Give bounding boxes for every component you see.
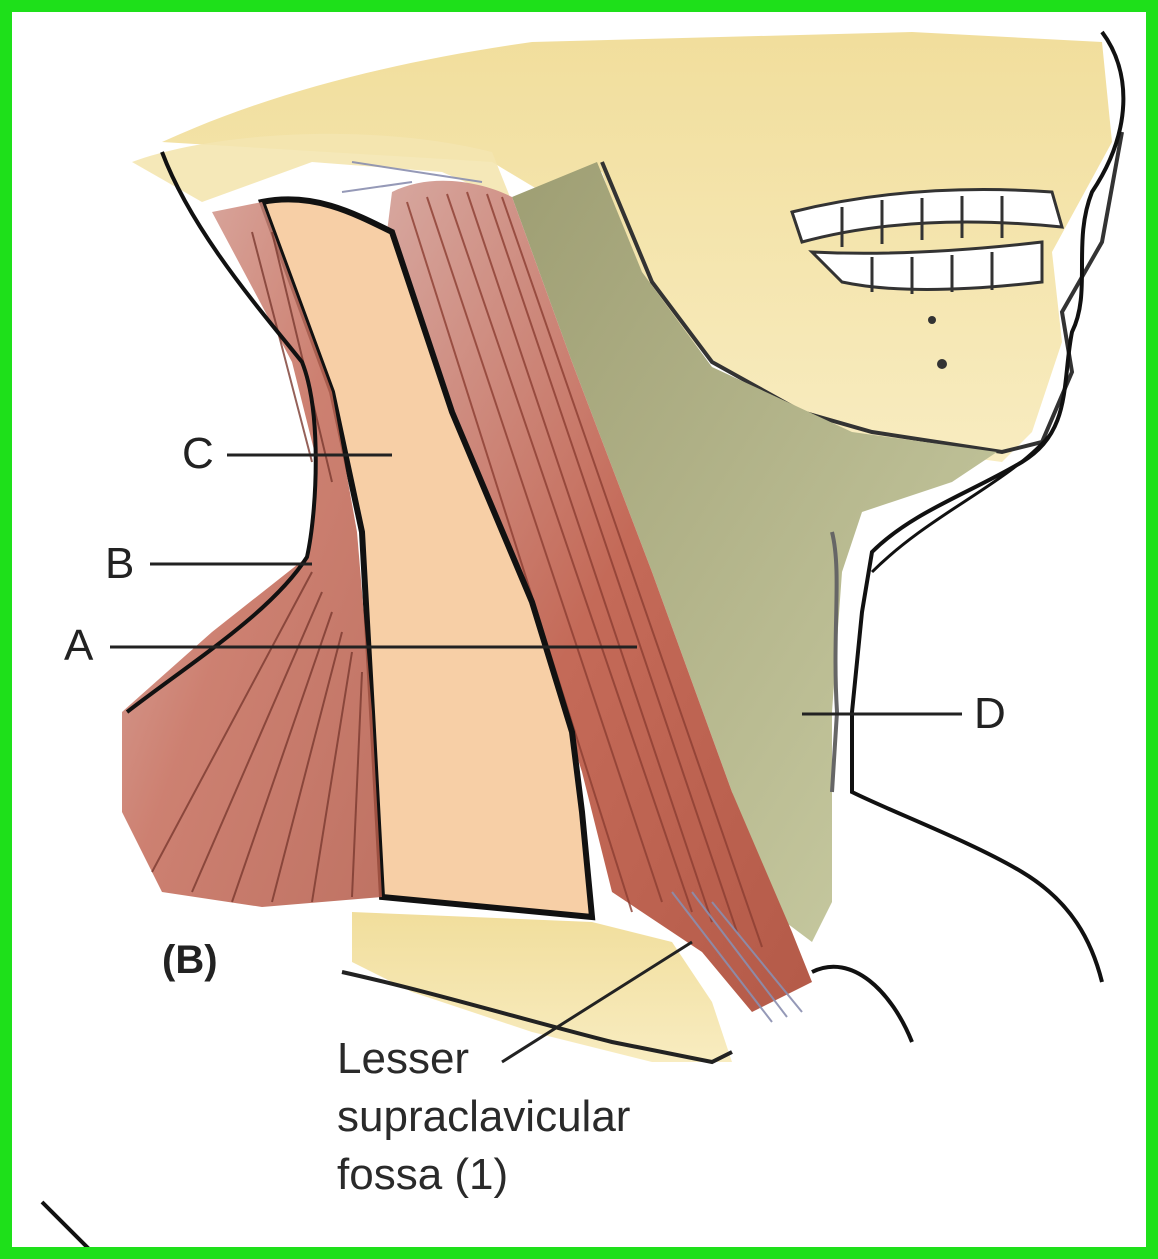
shoulder-outline: [812, 967, 912, 1042]
lower-left-outline: [42, 1202, 92, 1252]
fossa-label-line-2: supraclavicular: [337, 1088, 630, 1146]
panel-label: (B): [162, 940, 218, 980]
fossa-label-line-3: fossa (1): [337, 1146, 630, 1204]
fossa-label: Lesser supraclavicular fossa (1): [337, 1030, 630, 1204]
label-b: B: [105, 542, 134, 586]
fossa-label-line-1: Lesser: [337, 1030, 630, 1088]
label-d: D: [974, 692, 1006, 736]
label-c: C: [182, 432, 214, 476]
label-a: A: [64, 624, 93, 668]
